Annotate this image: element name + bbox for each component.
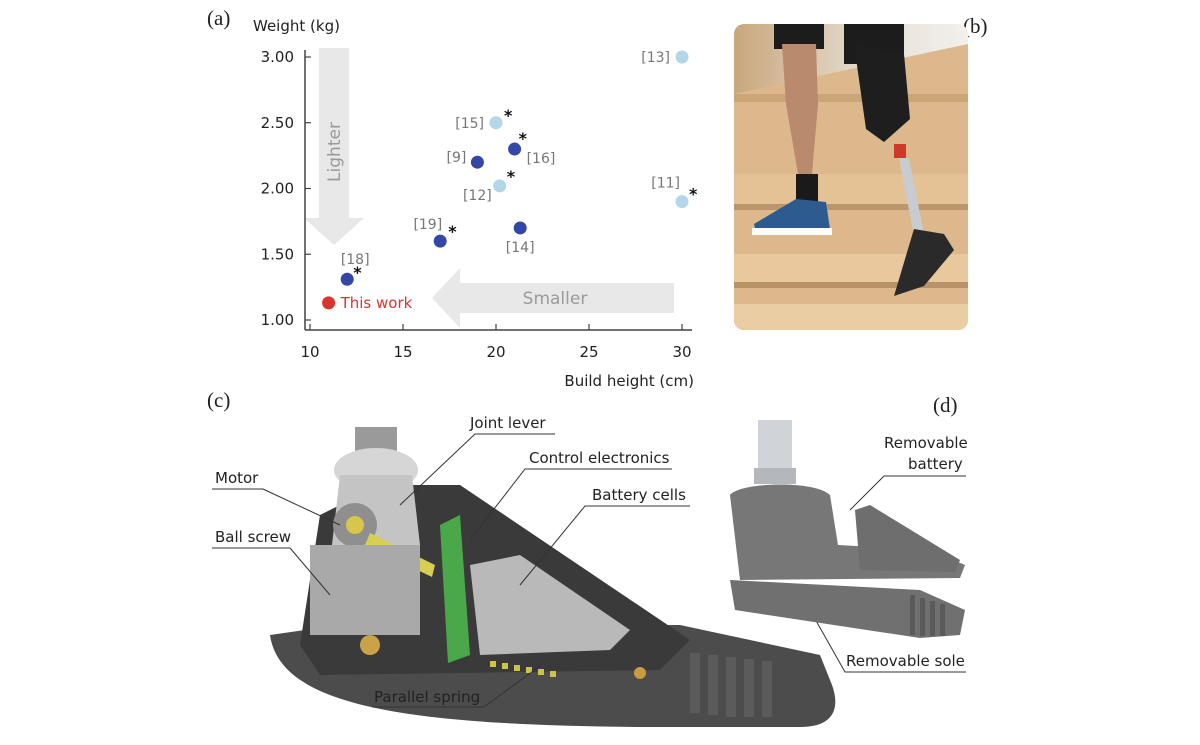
lighter-arrow: Lighter — [304, 48, 364, 245]
data-point — [470, 155, 484, 169]
asterisk-marker: * — [519, 129, 528, 148]
battery-cells — [470, 555, 630, 655]
panel-label-a: (a) — [207, 6, 231, 30]
lighter-annotation: Lighter — [325, 122, 345, 182]
asterisk-marker: * — [448, 222, 457, 241]
smaller-annotation: Smaller — [523, 289, 588, 309]
data-point — [513, 221, 527, 235]
asterisk-marker: * — [353, 263, 362, 282]
removable-parts-rendering — [730, 420, 965, 638]
data-point-label: [15] — [455, 116, 484, 132]
data-point-label: [9] — [447, 150, 467, 166]
y-tick-label: 2.50 — [261, 114, 294, 132]
callout-removable-battery-line2: battery — [908, 455, 963, 473]
callout-control-electronics: Control electronics — [529, 449, 670, 467]
y-tick-label: 1.00 — [261, 311, 294, 329]
y-tick-label: 3.00 — [261, 48, 294, 66]
data-point-label: [11] — [651, 176, 680, 192]
data-point-label: [14] — [506, 240, 535, 256]
y-axis-label: Weight (kg) — [253, 17, 340, 35]
x-tick-label: 25 — [579, 343, 598, 361]
x-tick-label: 30 — [672, 343, 691, 361]
pylon — [758, 420, 792, 470]
asterisk-marker: * — [689, 185, 698, 204]
data-point — [508, 142, 522, 156]
data-point — [675, 195, 689, 209]
data-point — [433, 234, 447, 248]
x-axis-label: Build height (cm) — [564, 372, 694, 390]
y-tick-label: 1.50 — [261, 245, 294, 263]
callout-joint-lever: Joint lever — [470, 414, 546, 432]
removable-sole — [730, 580, 965, 638]
toe-ribs — [690, 653, 772, 717]
data-point-label: [18] — [341, 252, 370, 268]
data-point — [322, 296, 336, 310]
panel-label-d: (d) — [933, 393, 958, 417]
x-tick-label: 10 — [300, 343, 319, 361]
stair-climbing-photo — [734, 24, 968, 330]
callout-removable-sole: Removable sole — [846, 652, 965, 670]
prosthetic-foot-cutaway — [270, 427, 836, 727]
y-tick-label: 2.00 — [261, 180, 294, 198]
x-tick-label: 20 — [486, 343, 505, 361]
data-point-label: This work — [340, 294, 413, 312]
callout-removable-battery-line1: Removable — [884, 434, 968, 452]
smaller-arrow: Smaller — [432, 268, 674, 328]
data-point — [340, 272, 354, 286]
data-point — [493, 179, 507, 193]
callout-parallel-spring: Parallel spring — [374, 688, 481, 706]
ball-screw-frame — [310, 545, 420, 635]
callout-ball-screw: Ball screw — [215, 528, 291, 546]
data-point-label: [16] — [527, 151, 556, 167]
data-point-label: [12] — [463, 188, 492, 204]
data-point — [489, 116, 503, 130]
pyramid-adapter — [355, 427, 397, 451]
asterisk-marker: * — [504, 106, 513, 125]
x-tick-label: 15 — [393, 343, 412, 361]
data-point — [675, 50, 689, 64]
data-point-label: [13] — [641, 50, 670, 66]
weight-vs-height-chart: Lighter Smaller Weight (kg) Build height… — [253, 17, 698, 390]
panel-label-c: (c) — [207, 388, 231, 412]
data-point-label: [19] — [413, 217, 442, 233]
asterisk-marker: * — [507, 167, 516, 186]
callout-battery-cells: Battery cells — [592, 486, 686, 504]
control-electronics-board — [440, 515, 470, 663]
callout-motor: Motor — [215, 469, 259, 487]
removable-battery — [855, 505, 960, 572]
